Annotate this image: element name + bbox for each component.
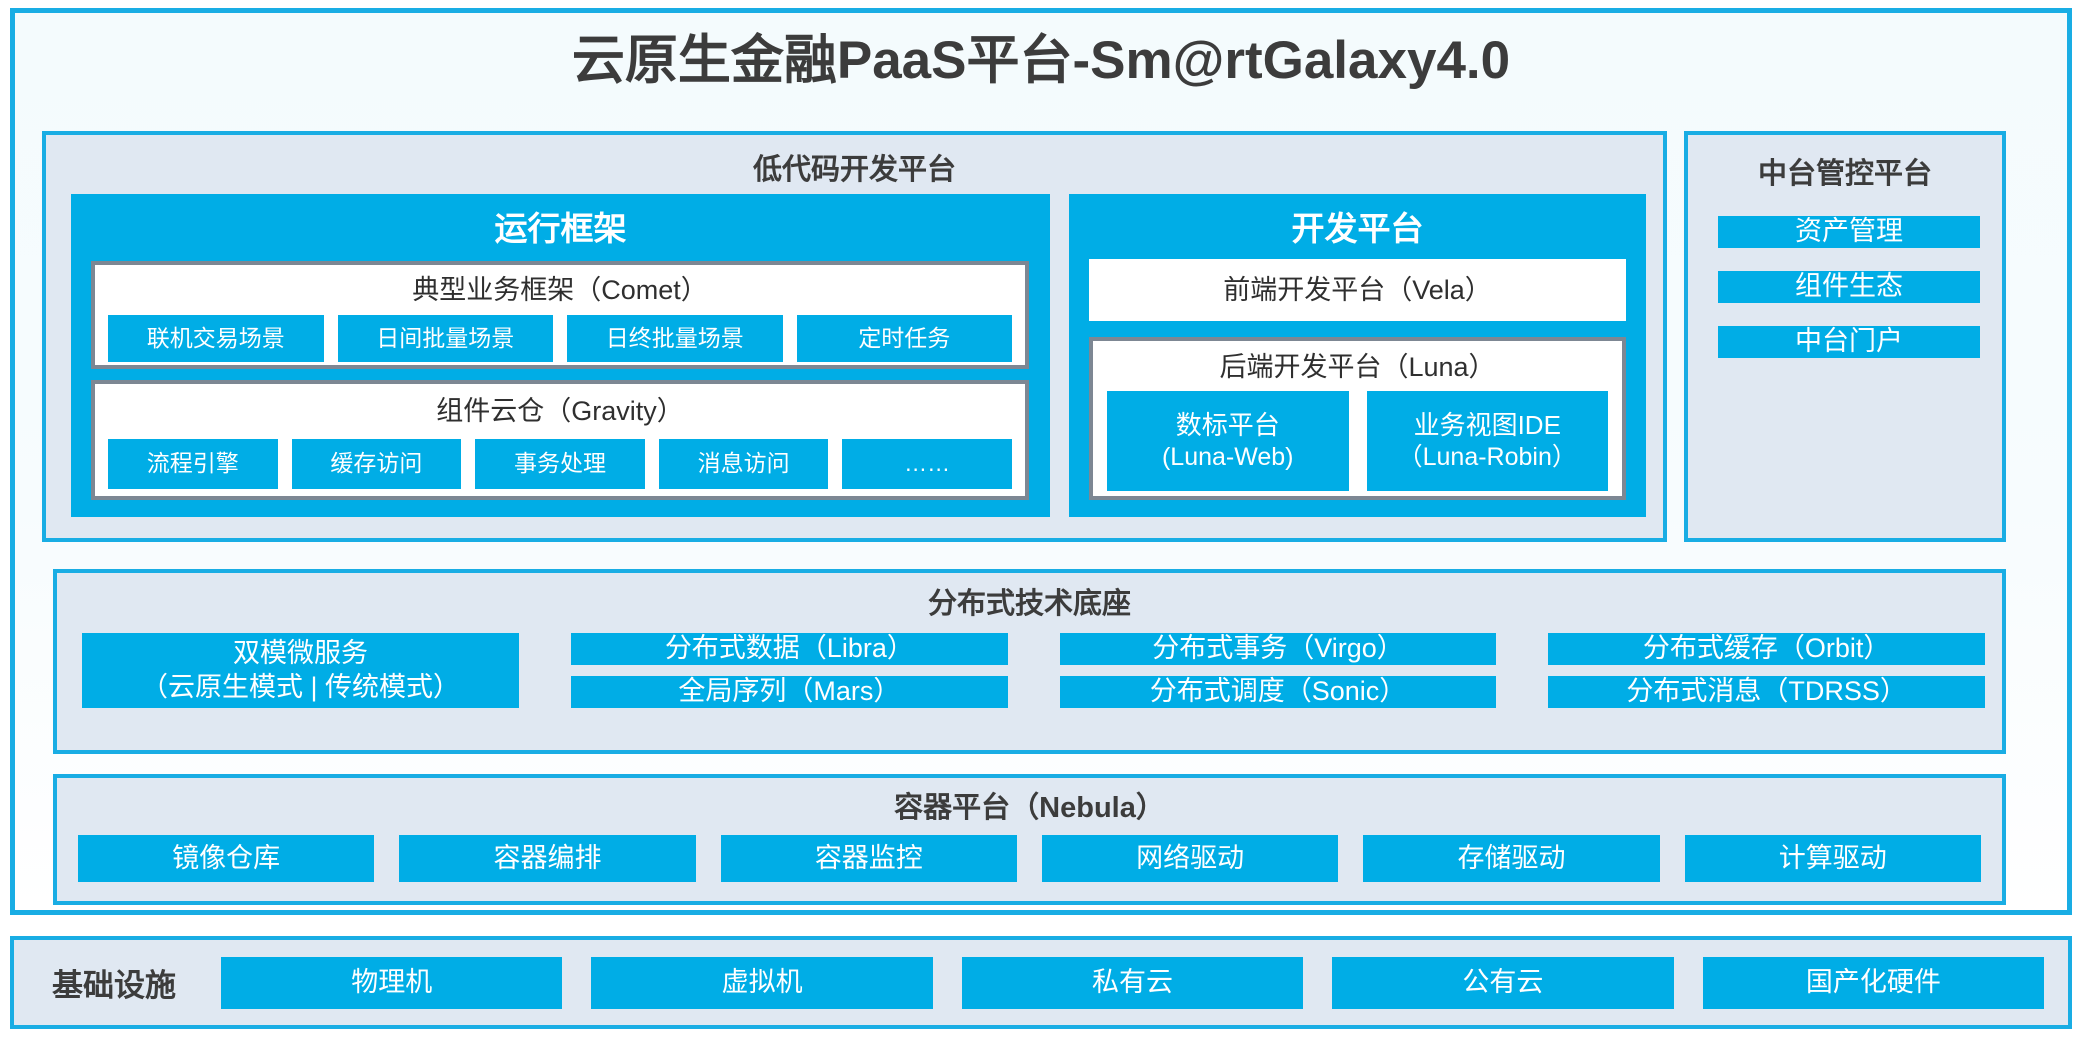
infra-chip-private-cloud[interactable]: 私有云 (961, 956, 1304, 1009)
infrastructure-panel: 基础设施 物理机 虚拟机 私有云 公有云 国产化硬件 (10, 936, 2072, 1029)
midoffice-platform-title: 中台管控平台 (1757, 158, 1932, 190)
midoffice-control-platform-panel: 中台管控平台 资产管理 组件生态 中台门户 (1684, 131, 2006, 542)
tech-base-column-2: 分布式事务（Virgo） 分布式调度（Sonic） (1059, 633, 1497, 708)
tech-base-column-microservice: 双模微服务 （云原生模式 | 传统模式） (82, 633, 519, 708)
gravity-chip-row: 流程引擎 缓存访问 事务处理 消息访问 …… (95, 439, 1025, 489)
infrastructure-row: 基础设施 物理机 虚拟机 私有云 公有云 国产化硬件 (14, 940, 2068, 1025)
tech-base-columns: 双模微服务 （云原生模式 | 传统模式） 分布式数据（Libra） 全局序列（M… (82, 633, 1986, 708)
infra-chip-virtual-machine[interactable]: 虚拟机 (591, 956, 933, 1009)
luna-chip-row: 数标平台 (Luna-Web) 业务视图IDE （Luna-Robin） (1093, 391, 1622, 491)
container-chip-row: 镜像仓库 容器编排 容器监控 网络驱动 存储驱动 计算驱动 (57, 835, 2002, 882)
midoffice-chip-portal[interactable]: 中台门户 (1718, 325, 1980, 358)
comet-chip-scheduled-task[interactable]: 定时任务 (796, 315, 1012, 362)
development-platform-title: 开发平台 (1291, 210, 1424, 247)
distributed-tech-base-panel: 分布式技术底座 双模微服务 （云原生模式 | 传统模式） 分布式数据（Libra… (53, 569, 2006, 754)
luna-chip-data-standard-platform[interactable]: 数标平台 (Luna-Web) (1107, 391, 1349, 491)
luna-chip-business-view-ide[interactable]: 业务视图IDE （Luna-Robin） (1366, 391, 1608, 491)
gravity-chip-more-ellipsis[interactable]: …… (842, 439, 1012, 489)
gravity-component-cloud-card: 组件云仓（Gravity） 流程引擎 缓存访问 事务处理 消息访问 …… (91, 380, 1029, 500)
luna-web-name: 数标平台 (1175, 409, 1280, 440)
container-chip-image-registry[interactable]: 镜像仓库 (78, 835, 375, 882)
luna-backend-platform-card: 后端开发平台（Luna） 数标平台 (Luna-Web) 业务视图IDE （Lu… (1089, 337, 1626, 500)
container-platform-panel: 容器平台（Nebula） 镜像仓库 容器编排 容器监控 网络驱动 存储驱动 计算… (53, 774, 2006, 905)
tech-base-column-1: 分布式数据（Libra） 全局序列（Mars） (571, 633, 1008, 708)
container-chip-orchestration[interactable]: 容器编排 (399, 835, 696, 882)
tech-chip-distributed-scheduling-sonic[interactable]: 分布式调度（Sonic） (1059, 675, 1497, 708)
comet-chip-intraday-batch[interactable]: 日间批量场景 (337, 315, 553, 362)
platform-main-frame: 云原生金融PaaS平台-Sm@rtGalaxy4.0 低代码开发平台 运行框架 … (10, 8, 2072, 915)
midoffice-chip-list: 资产管理 组件生态 中台门户 (1718, 216, 1980, 358)
infra-chip-physical-machine[interactable]: 物理机 (221, 956, 563, 1009)
container-chip-storage-driver[interactable]: 存储驱动 (1363, 835, 1660, 882)
comet-chip-eod-batch[interactable]: 日终批量场景 (567, 315, 783, 362)
tech-chip-dual-mode-microservice[interactable]: 双模微服务 （云原生模式 | 传统模式） (82, 633, 519, 708)
microservice-sub: （云原生模式 | 传统模式） (140, 672, 461, 703)
midoffice-chip-component-ecosystem[interactable]: 组件生态 (1718, 270, 1980, 303)
infrastructure-label: 基础设施 (52, 968, 176, 1003)
microservice-name: 双模微服务 (233, 637, 368, 668)
container-chip-network-driver[interactable]: 网络驱动 (1041, 835, 1339, 882)
gravity-chip-transaction-processing[interactable]: 事务处理 (475, 439, 645, 489)
lowcode-platform-title: 低代码开发平台 (752, 154, 956, 186)
container-chip-compute-driver[interactable]: 计算驱动 (1684, 835, 1981, 882)
luna-title: 后端开发平台（Luna） (1219, 352, 1496, 382)
tech-chip-global-sequence-mars[interactable]: 全局序列（Mars） (571, 675, 1008, 708)
comet-business-framework-card: 典型业务框架（Comet） 联机交易场景 日间批量场景 日终批量场景 定时任务 (91, 261, 1029, 369)
comet-chip-row: 联机交易场景 日间批量场景 日终批量场景 定时任务 (95, 315, 1025, 362)
comet-chip-online-transaction[interactable]: 联机交易场景 (108, 315, 324, 362)
gravity-chip-message-access[interactable]: 消息访问 (658, 439, 829, 489)
gravity-chip-process-engine[interactable]: 流程引擎 (108, 439, 278, 489)
midoffice-chip-asset-management[interactable]: 资产管理 (1718, 216, 1980, 248)
comet-title: 典型业务框架（Comet） (412, 275, 708, 305)
luna-web-sub: (Luna-Web) (1161, 442, 1294, 471)
luna-robin-name: 业务视图IDE (1413, 409, 1561, 440)
runtime-framework-block: 运行框架 典型业务框架（Comet） 联机交易场景 日间批量场景 日终批量场景 … (71, 194, 1050, 517)
container-platform-title: 容器平台（Nebula） (894, 792, 1165, 824)
tech-chip-distributed-transaction-virgo[interactable]: 分布式事务（Virgo） (1059, 633, 1497, 665)
vela-frontend-platform-card[interactable]: 前端开发平台（Vela） (1089, 259, 1626, 321)
tech-chip-distributed-message-tdrss[interactable]: 分布式消息（TDRSS） (1548, 675, 1986, 708)
tech-chip-distributed-data-libra[interactable]: 分布式数据（Libra） (571, 633, 1008, 665)
lowcode-platform-panel: 低代码开发平台 运行框架 典型业务框架（Comet） 联机交易场景 日间批量场景… (42, 131, 1667, 542)
luna-robin-sub: （Luna-Robin） (1397, 442, 1577, 471)
gravity-chip-cache-access[interactable]: 缓存访问 (291, 439, 462, 489)
tech-base-column-3: 分布式缓存（Orbit） 分布式消息（TDRSS） (1548, 633, 1986, 708)
tech-chip-distributed-cache-orbit[interactable]: 分布式缓存（Orbit） (1548, 633, 1986, 665)
infra-chip-domestic-hardware[interactable]: 国产化硬件 (1702, 956, 2045, 1009)
page-title: 云原生金融PaaS平台-Sm@rtGalaxy4.0 (571, 31, 1511, 90)
infra-chip-public-cloud[interactable]: 公有云 (1332, 956, 1674, 1009)
tech-base-title: 分布式技术底座 (927, 588, 1131, 620)
development-platform-block: 开发平台 前端开发平台（Vela） 后端开发平台（Luna） 数标平台 (Lun… (1069, 194, 1646, 517)
gravity-title: 组件云仓（Gravity） (436, 396, 684, 426)
vela-title: 前端开发平台（Vela） (1223, 275, 1492, 305)
container-chip-monitoring[interactable]: 容器监控 (720, 835, 1017, 882)
runtime-framework-title: 运行框架 (494, 210, 627, 247)
